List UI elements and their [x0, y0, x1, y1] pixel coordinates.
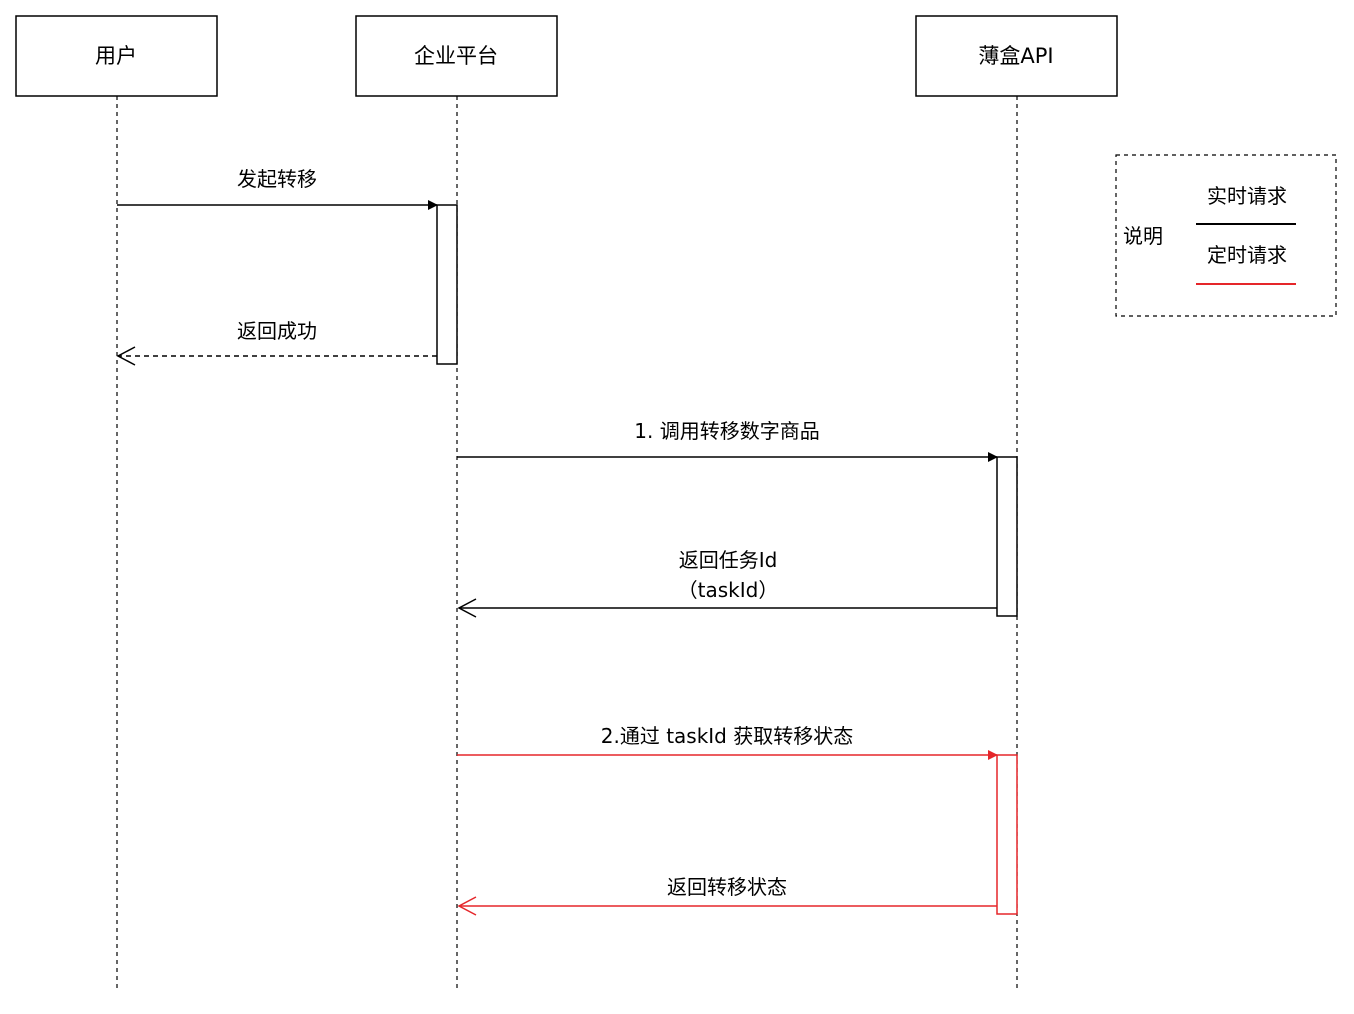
- message-query-status-label: 2.通过 taskId 获取转移状态: [601, 724, 854, 748]
- legend-scheduled-label: 定时请求: [1207, 243, 1287, 267]
- message-return-success-label: 返回成功: [237, 319, 317, 343]
- message-initiate-transfer-label: 发起转移: [237, 167, 317, 191]
- message-return-task-id[interactable]: 返回任务Id （taskId）: [457, 548, 997, 618]
- activation-api-scheduled: [996, 754, 1018, 915]
- message-call-transfer[interactable]: 1. 调用转移数字商品: [457, 419, 998, 462]
- activation-platform: [436, 204, 458, 365]
- participant-platform[interactable]: 企业平台: [355, 15, 558, 97]
- open-arrowhead-icon: [457, 598, 477, 618]
- message-return-success[interactable]: 返回成功: [116, 319, 437, 366]
- message-return-task-id-label-line1: 返回任务Id: [679, 548, 778, 572]
- participant-api-label: 薄盒API: [978, 44, 1053, 68]
- message-return-status[interactable]: 返回转移状态: [457, 875, 997, 916]
- message-call-transfer-label: 1. 调用转移数字商品: [634, 419, 819, 443]
- participant-platform-label: 企业平台: [414, 44, 498, 68]
- legend-realtime-label: 实时请求: [1207, 184, 1287, 208]
- activation-api-realtime: [996, 456, 1018, 617]
- legend-box: [1115, 154, 1337, 317]
- participant-user-label: 用户: [95, 44, 137, 68]
- message-query-status[interactable]: 2.通过 taskId 获取转移状态: [457, 724, 998, 760]
- message-initiate-transfer[interactable]: 发起转移: [117, 167, 438, 210]
- message-return-status-label: 返回转移状态: [667, 875, 787, 899]
- open-arrowhead-icon: [457, 896, 477, 916]
- message-return-task-id-label-line2: （taskId）: [678, 578, 779, 602]
- open-arrowhead-icon: [116, 346, 136, 366]
- legend: 说明 实时请求 定时请求: [1115, 154, 1337, 317]
- participant-api[interactable]: 薄盒API: [915, 15, 1118, 97]
- legend-title: 说明: [1123, 224, 1163, 248]
- participant-user[interactable]: 用户: [15, 15, 218, 97]
